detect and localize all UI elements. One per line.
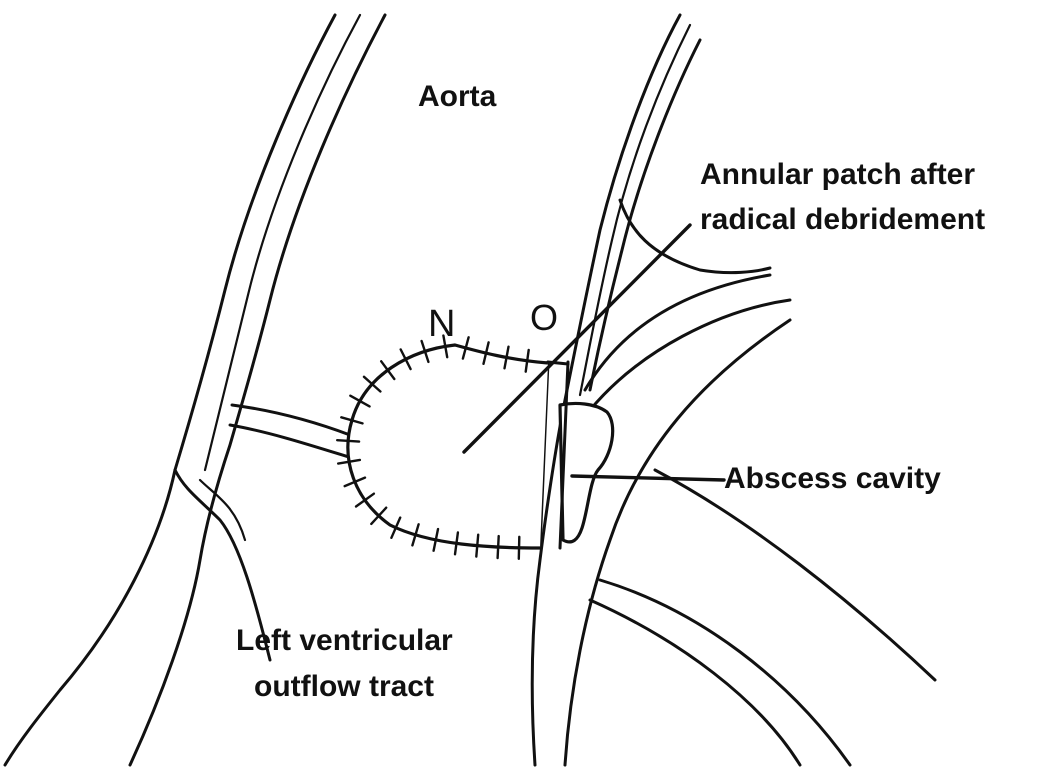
annular-patch-label-line1: Annular patch after <box>700 156 975 194</box>
annular-patch-label-line2: radical debridement <box>700 201 985 239</box>
leaflet-mark-n: N <box>428 303 455 345</box>
coronary-tube-upper <box>232 405 350 435</box>
right-aortic-wall-outer <box>532 15 680 765</box>
suture-stitch <box>337 440 359 441</box>
lower-right-curve-2 <box>590 600 800 765</box>
suture-stitch <box>498 536 499 558</box>
right-outer-curve <box>565 320 790 765</box>
left-aortic-wall-mid <box>205 15 360 470</box>
abscess-cavity-shape <box>560 403 613 541</box>
aorta-label: Aorta <box>418 78 496 116</box>
right-aortic-wall-mid <box>580 25 690 395</box>
lower-right-curve-1 <box>600 580 850 765</box>
far-right-line <box>655 470 935 680</box>
lvot-label-line2: outflow tract <box>254 668 434 706</box>
abscess-cavity-label: Abscess cavity <box>724 460 941 498</box>
lvot-label-line1: Left ventricular <box>236 622 453 660</box>
leaflet-mark-o: O <box>530 297 558 338</box>
suture-stitch <box>519 537 520 559</box>
right-sinus-curve-3 <box>590 300 790 410</box>
